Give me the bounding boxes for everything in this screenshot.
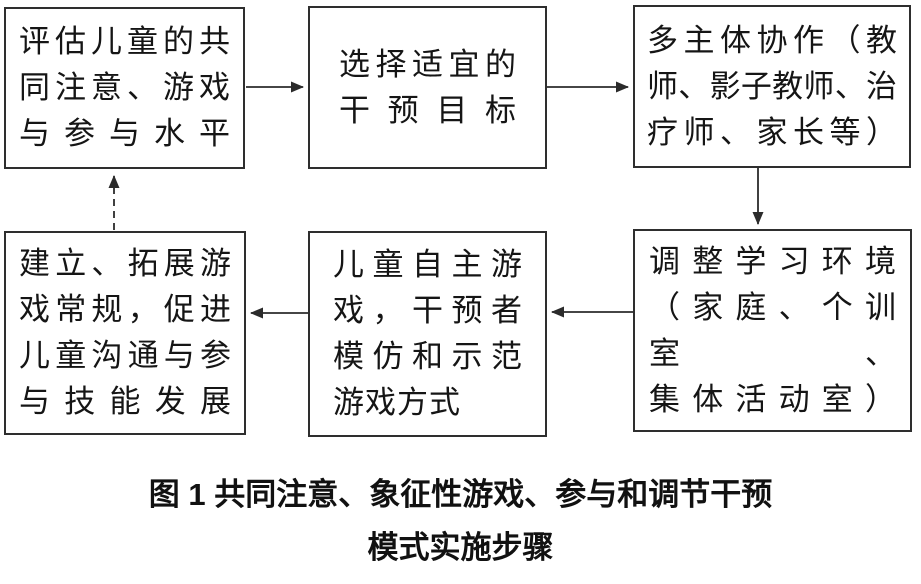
flow-box-text-line: 儿童沟通与参	[19, 338, 231, 373]
flow-box-establish-routines: 建立、拓展游 戏常规，促进 儿童沟通与参 与技能发展	[4, 231, 246, 435]
flow-box-text-line: 戏常规，促进	[19, 292, 231, 327]
flow-box-text-line: 干预目标	[339, 92, 516, 128]
flow-box-text-line: 评估儿童的共	[19, 24, 230, 59]
flow-box-text-line: 建立、拓展游	[19, 246, 231, 281]
flow-box-assess-child: 评估儿童的共 同注意、游戏 与参与水平	[4, 7, 245, 169]
flow-box-text-line: 同注意、游戏	[19, 70, 230, 105]
flow-box-text-line: 疗师、家长等）	[647, 114, 897, 150]
flow-box-text-line: 戏，干预者	[333, 293, 522, 328]
flow-box-text-line: 儿童自主游	[333, 247, 522, 282]
flow-box-text-line: 游戏方式	[333, 385, 461, 420]
flow-box-text-line: 模仿和示范	[333, 339, 522, 374]
flow-box-text-line: 多主体协作（教	[647, 22, 897, 58]
flow-box-text-line: 师、影子教师、治	[647, 68, 897, 104]
figure-caption-line2: 模式实施步骤	[367, 530, 554, 565]
flow-box-text-line: 集体活动室）	[649, 381, 896, 417]
figure-caption-line1: 图 1 共同注意、象征性游戏、参与和调节干预	[148, 477, 773, 512]
flow-box-text-line: 与技能发展	[19, 384, 231, 419]
flow-box-multi-agent-collab: 多主体协作（教 师、影子教师、治 疗师、家长等）	[633, 5, 911, 168]
figure-caption: 图 1 共同注意、象征性游戏、参与和调节干预 模式实施步骤	[0, 468, 921, 574]
flow-box-text-line: （家庭、个训室、	[649, 289, 896, 371]
flow-box-adjust-environment: 调整学习环境 （家庭、个训室、 集体活动室）	[633, 229, 912, 432]
flow-box-text-line: 调整学习环境	[649, 243, 896, 279]
flow-box-text-line: 选择适宜的	[339, 46, 516, 82]
flow-box-child-play: 儿童自主游 戏，干预者 模仿和示范 游戏方式	[308, 231, 547, 437]
flow-box-text-line: 与参与水平	[19, 116, 230, 151]
flow-box-select-goal: 选择适宜的 干预目标	[308, 6, 547, 169]
